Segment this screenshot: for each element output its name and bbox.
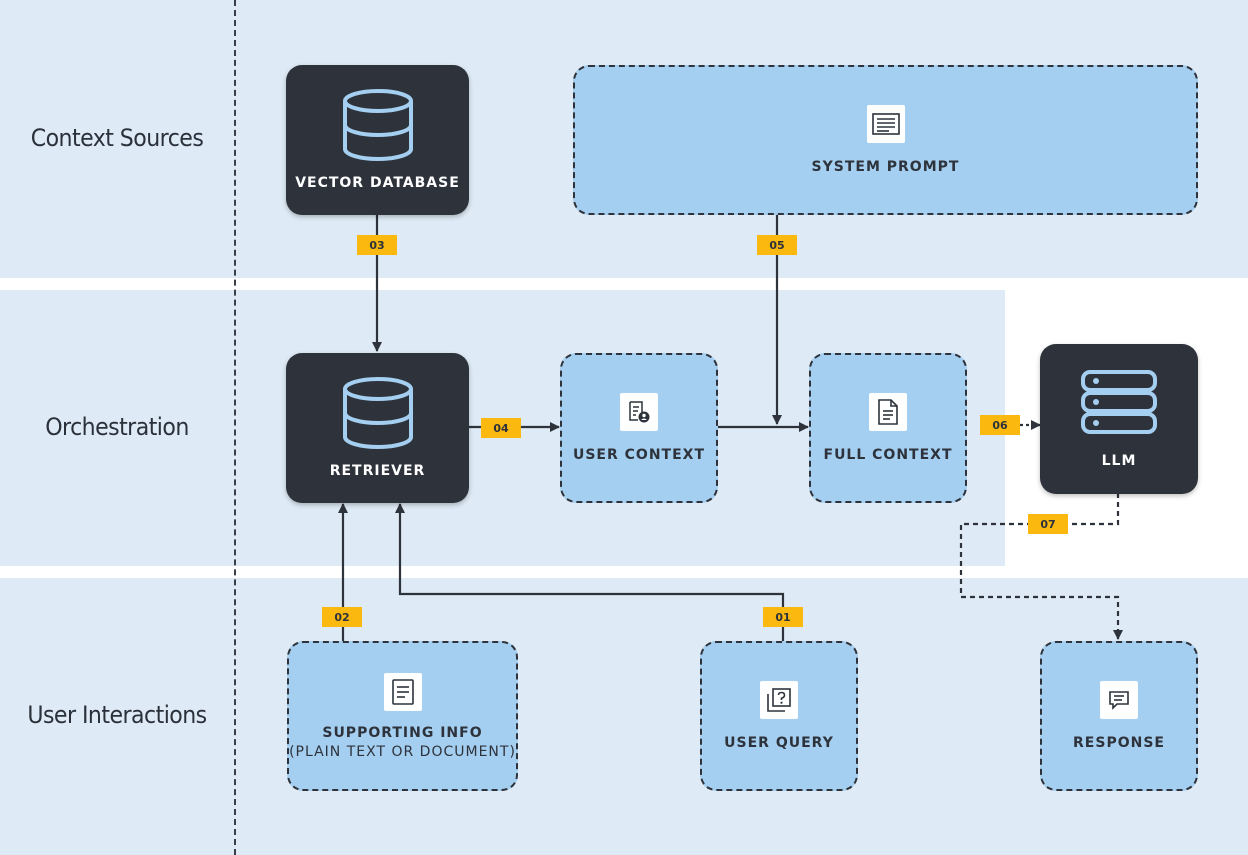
system-prompt-label: SYSTEM PROMPT — [811, 159, 960, 175]
step-badge-05: 05 — [757, 235, 797, 255]
retriever-node[interactable]: RETRIEVER — [286, 353, 469, 503]
supporting-info-sublabel: (PLAIN TEXT OR DOCUMENT) — [289, 743, 516, 760]
vector-database-label: VECTOR DATABASE — [295, 175, 460, 191]
retriever-label: RETRIEVER — [329, 463, 426, 479]
step-badge-02: 02 — [322, 607, 362, 627]
step-badge-03: 03 — [357, 235, 397, 255]
document-lines-icon — [866, 105, 905, 143]
response-label: RESPONSE — [1073, 735, 1165, 751]
document-lines-icon — [383, 672, 422, 711]
database-icon — [341, 89, 415, 161]
step-badge-04: 04 — [481, 418, 521, 438]
document-user-icon — [620, 393, 658, 431]
llm-label: LLM — [1101, 453, 1137, 469]
question-icon — [760, 681, 798, 719]
full-context-label: FULL CONTEXT — [823, 447, 953, 463]
llm-node[interactable]: LLM — [1040, 344, 1198, 494]
system-prompt-node[interactable]: SYSTEM PROMPT — [573, 65, 1198, 215]
user-context-label: USER CONTEXT — [572, 447, 706, 463]
supporting-info-node[interactable]: SUPPORTING INFO (PLAIN TEXT OR DOCUMENT) — [287, 641, 518, 791]
lane-label-orchestration: Orchestration — [45, 413, 189, 441]
chat-icon — [1100, 681, 1138, 719]
lane-label-context-sources: Context Sources — [30, 124, 204, 152]
lane-label-user-interactions: User Interactions — [27, 701, 207, 729]
vector-database-node[interactable]: VECTOR DATABASE — [286, 65, 469, 215]
document-icon — [869, 393, 907, 431]
user-context-node[interactable]: USER CONTEXT — [560, 353, 718, 503]
step-badge-07: 07 — [1028, 514, 1068, 534]
database-icon — [341, 377, 415, 449]
step-badge-01: 01 — [763, 607, 803, 627]
lane-divider — [234, 0, 236, 855]
server-stack-icon — [1080, 369, 1158, 435]
user-query-node[interactable]: USER QUERY — [700, 641, 858, 791]
response-node[interactable]: RESPONSE — [1040, 641, 1198, 791]
user-query-label: USER QUERY — [724, 735, 834, 751]
connector-01 — [395, 503, 785, 641]
supporting-info-label: SUPPORTING INFO — [322, 724, 483, 741]
connector-07 — [959, 493, 1123, 640]
step-badge-06: 06 — [980, 415, 1020, 435]
full-context-node[interactable]: FULL CONTEXT — [809, 353, 967, 503]
